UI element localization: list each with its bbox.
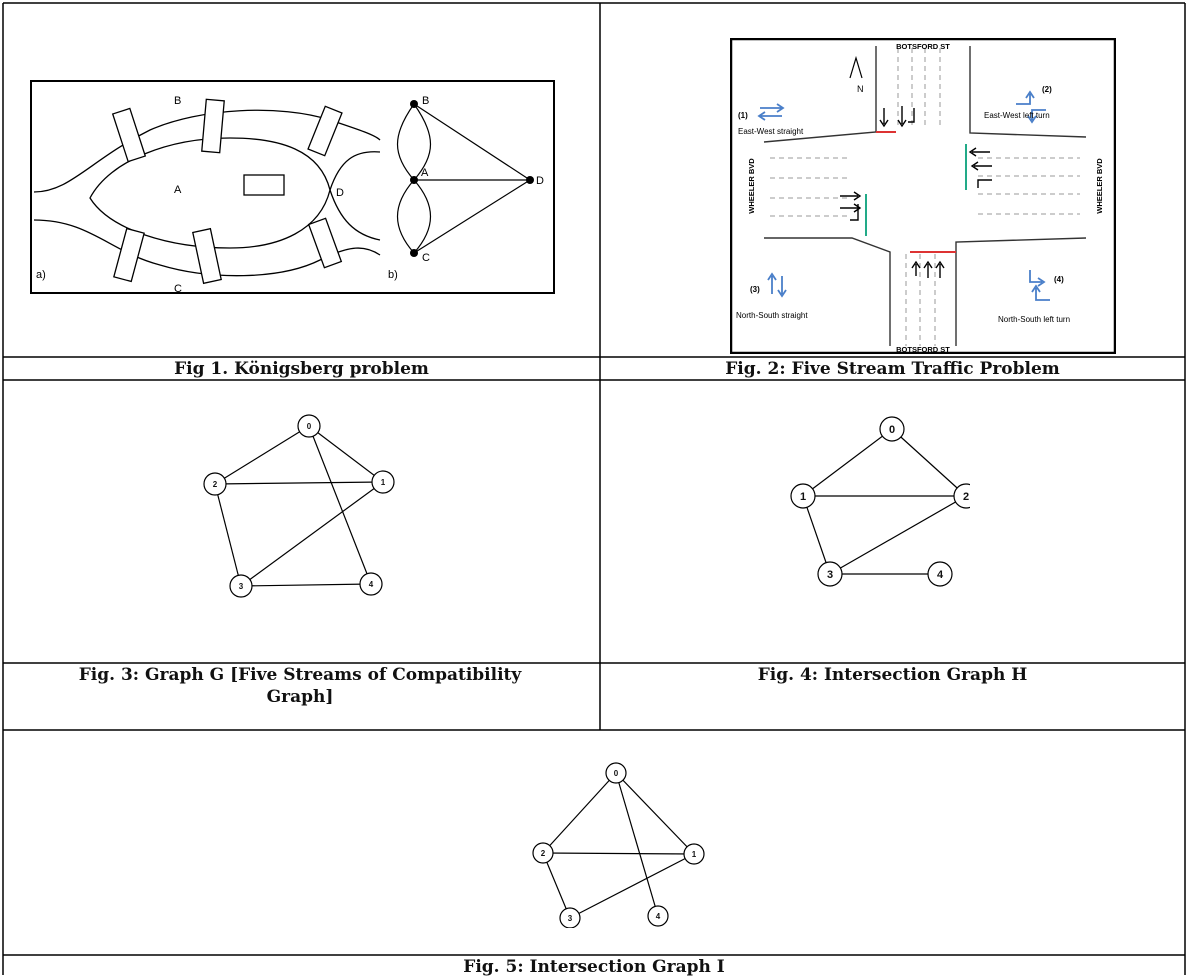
graph-g-node-0 [297,414,321,438]
graph-g-edges [214,425,384,587]
graph-g-label-4: 4 [369,580,374,589]
fig2-caption: Fig. 2: Five Stream Traffic Problem [725,359,1060,379]
stream-2-num: (2) [1042,85,1052,94]
graph-g-label-2: 2 [213,480,218,489]
graph-i-label-4: 4 [656,912,661,921]
fig5-caption: Fig. 5: Intersection Graph I [463,957,725,977]
lane-arrows [840,106,992,278]
graph-node-c: C [422,252,430,264]
graph-g: 0 1 2 3 4 [203,414,395,598]
graph-i-label-2: 2 [541,849,546,858]
graph-i-node-2 [532,842,554,864]
graph-h-node-1 [790,483,816,509]
graph-i-node-3 [559,907,581,928]
graph-node-d: D [536,175,544,187]
graph-g-label-0: 0 [307,422,312,431]
graph-h-edges [802,428,967,575]
lane-markings [770,48,1080,346]
graph-g-label-1: 1 [381,478,386,487]
stream-3-label: North-South straight [736,311,808,320]
graph-node-b: B [422,95,429,107]
graph-node-a: A [421,167,429,179]
graph-h-label-0: 0 [889,424,895,436]
graph-g-node-3 [229,574,253,598]
fig3-caption: Fig. 3: Graph G [Five Streams of Compati… [78,665,522,707]
graph-h-label-3: 3 [827,569,833,581]
region-a-label: A [174,184,182,196]
fig1-caption: Fig 1. Königsberg problem [174,359,429,379]
konigsberg-graph-nodes [410,100,534,257]
stream-4-num: (4) [1054,275,1064,284]
konigsberg-graph-edges [396,103,531,254]
graph-i-node-0 [605,762,627,784]
region-d-label: D [336,187,344,199]
street-right-label: WHEELER BVD [1095,158,1104,214]
north-arrow-icon [849,55,863,79]
fig4-caption: Fig. 4: Intersection Graph H [757,665,1028,685]
graph-i-label-1: 1 [692,850,697,859]
graph-g-label-3: 3 [239,582,244,591]
street-left-label: WHEELER BVD [747,158,756,214]
region-c-label: C [174,283,182,295]
graph-i: 0 1 2 3 4 [532,762,705,928]
panel-b-label: b) [388,269,398,281]
stream-1-label: East-West straight [738,127,804,136]
street-top-label: BOTSFORD ST [896,42,950,51]
graph-h-node-2 [953,483,970,509]
graph-i-edges [542,772,695,919]
konigsberg-figure: B A C D a) b) B A C D [30,80,555,295]
graph-i-label-3: 3 [568,914,573,923]
graph-h: 0 1 2 3 4 [790,416,970,587]
bridges [111,98,343,285]
konigsberg-frame [30,80,555,294]
traffic-frame [730,38,1116,354]
stream-2-label: East-West left turn [984,111,1050,120]
traffic-figure: N BOTSFORD ST BOTSFORD ST WHEELER BVD WH… [730,38,1116,354]
graph-h-node-3 [817,561,843,587]
graph-i-node-1 [683,843,705,865]
graph-g-node-1 [371,470,395,494]
panel-a-label: a) [36,269,46,281]
graph-g-node-2 [203,472,227,496]
stream-4-label: North-South left turn [998,315,1070,324]
north-label: N [857,84,864,94]
graph-h-node-4 [927,561,953,587]
street-bottom-label: BOTSFORD ST [896,345,950,354]
graph-g-node-4 [359,572,383,596]
graph-h-label-2: 2 [963,491,969,503]
graph-h-label-1: 1 [800,491,806,503]
stream-3-num: (3) [750,285,760,294]
graph-h-node-0 [879,416,905,442]
region-b-label: B [174,95,181,107]
stream-icons [757,90,1050,301]
river-banks [33,109,381,277]
graph-h-label-4: 4 [937,569,944,581]
graph-i-node-4 [647,905,669,927]
graph-i-label-0: 0 [614,769,619,778]
stream-1-num: (1) [738,111,748,120]
